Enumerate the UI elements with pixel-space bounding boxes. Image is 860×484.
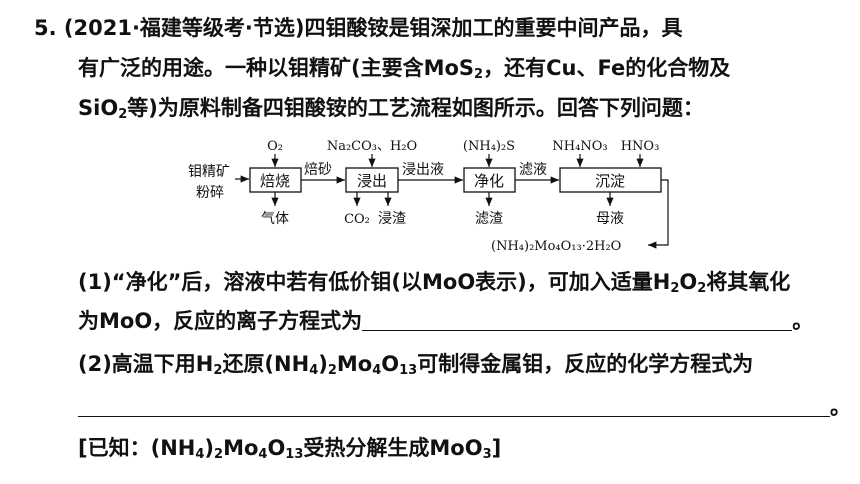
subscript: 4 [195,447,205,462]
subscript: 2 [327,363,337,378]
q1-text-a: (1)“净化”后，溶液中若有低价钼(以MoO表示)，可加入适量H [78,270,671,294]
output-co2: CO₂ [344,212,370,227]
arrow2-label: 浸出液 [402,162,444,178]
known-text-c: Mo [223,436,259,460]
arrow1-label: 焙砂 [304,162,332,178]
output-leach-residue: 浸渣 [378,211,406,227]
question-intro-3b: 等)为原料制备四钼酸铵的工艺流程如图所示。回答下列问题： [127,96,704,120]
q2-period: 。 [830,395,851,419]
known-note: [已知：(NH4)2Mo4O13受热分解生成MoO3] [78,434,501,462]
q2-text-e: O [381,352,400,376]
question-line-1: 5. (2021·福建等级考·节选)四钼酸铵是钼深加工的重要中间产品，具 [34,14,683,42]
arrow-product [648,179,669,249]
subscript: 13 [399,363,418,378]
q1-period: 。 [792,309,814,333]
subscript: 4 [258,447,268,462]
raw-material-label-1: 钼精矿 [188,164,230,180]
reagent-precipitate-a: NH₄NO₃ [552,139,607,154]
step-roast-label: 焙烧 [260,172,290,190]
reagent-precipitate-b: HNO₃ [621,139,660,154]
q2-line-1: (2)高温下用H2还原(NH4)2Mo4O13可制得金属钼，反应的化学方程式为 [78,350,753,378]
known-text-b: ) [204,436,215,460]
output-mother-liquor: 母液 [596,211,624,227]
reagent-roast: O₂ [267,139,283,154]
subscript: 2 [670,281,680,296]
subscript: 2 [118,107,128,122]
step-purify-label: 净化 [474,172,504,190]
known-text-a: [已知：(NH [78,436,196,460]
q2-text-a: (2)高温下用H [78,352,214,376]
q2-text-c: ) [318,352,328,376]
q1-answer-blank[interactable] [362,310,793,331]
question-line-2: 有广泛的用途。一种以钼精矿(主要含MoS2，还有Cu、Fe的化合物及 [78,54,730,82]
subscript: 2 [474,67,484,82]
subscript: 4 [372,363,382,378]
question-intro-2a: 有广泛的用途。一种以钼精矿(主要含MoS [78,56,475,80]
step-leach-label: 浸出 [357,172,387,190]
q2-answer-blank[interactable] [78,396,830,417]
step-precipitate-label: 沉淀 [595,172,625,190]
q1-line-2: 为MoO，反应的离子方程式为 。 [78,307,813,335]
q1-text-line2: 为MoO，反应的离子方程式为 [78,309,363,333]
question-number: 5. [34,16,57,40]
subscript: 2 [697,281,707,296]
q1-line-1: (1)“净化”后，溶液中若有低价钼(以MoO表示)，可加入适量H2O2将其氧化 [78,268,790,296]
reagent-purify: (NH₄)₂S [463,139,515,154]
q2-text-b: 还原(NH [222,352,310,376]
product-label: (NH₄)₂Mo₄O₁₃·2H₂O [491,239,621,254]
subscript: 2 [214,447,224,462]
subscript: 4 [309,363,319,378]
question-intro-3a: SiO [78,96,119,120]
known-text-d: O [267,436,286,460]
question-intro-2b: ，还有Cu、Fe的化合物及 [483,56,731,80]
question-intro-1: 四钼酸铵是钼深加工的重要中间产品，具 [304,16,683,40]
question-line-3: SiO2等)为原料制备四钼酸铵的工艺流程如图所示。回答下列问题： [78,94,704,122]
subscript: 3 [482,447,492,462]
known-text-e: 受热分解生成MoO [303,436,483,460]
raw-material-label-2: 粉碎 [196,185,224,201]
q2-text-d: Mo [336,352,373,376]
output-filter-residue: 滤渣 [475,211,503,227]
arrow3-label: 滤液 [519,162,547,178]
q1-text-b: O [679,270,698,294]
subscript: 13 [285,447,304,462]
question-source: (2021·福建等级考·节选) [63,16,305,40]
q1-text-c: 将其氧化 [706,270,791,294]
subscript: 2 [213,363,223,378]
reagent-leach: Na₂CO₃、H₂O [327,139,417,154]
output-gas: 气体 [261,211,289,227]
q2-line-2: 。 [78,393,851,421]
q2-text-f: 可制得金属钼，反应的化学方程式为 [417,352,754,376]
known-text-f: ] [491,436,502,460]
